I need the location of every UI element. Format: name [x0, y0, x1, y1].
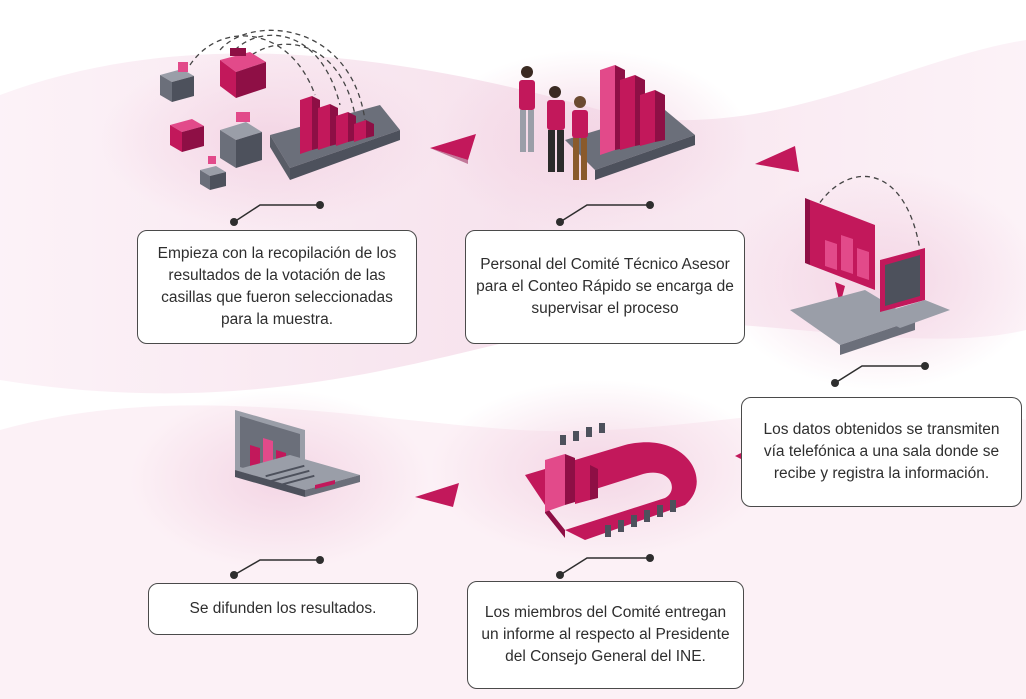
people-icon	[519, 65, 695, 180]
arrow-triangle-icon	[755, 146, 799, 172]
arrow-triangle-icon	[415, 483, 459, 507]
step-5-box: Se difunden los resultados.	[148, 583, 418, 635]
arrow-triangle-icon	[430, 134, 476, 164]
step-3-box: Los datos obtenidos se transmiten vía te…	[741, 397, 1022, 507]
computer-phone-icon	[790, 175, 950, 355]
step-4-box: Los miembros del Comité entregan un info…	[467, 581, 744, 689]
laptop-chart-icon	[235, 410, 360, 497]
ballot-boxes-icon	[160, 29, 400, 190]
step-2-box: Personal del Comité Técnico Asesor para …	[465, 230, 745, 344]
meeting-table-icon	[525, 423, 697, 540]
step-1-box: Empieza con la recopilación de los resul…	[137, 230, 417, 344]
